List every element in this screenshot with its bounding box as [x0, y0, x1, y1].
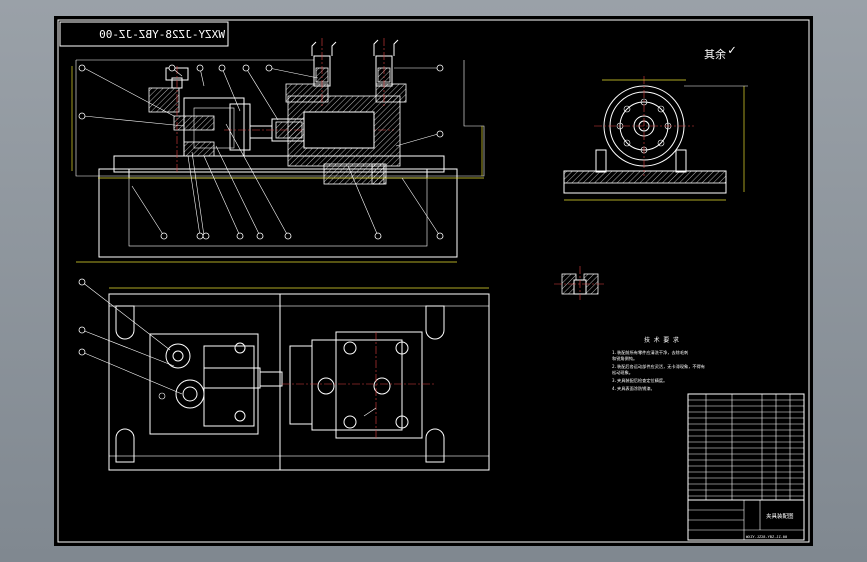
- roughness-note-text: 其余: [704, 47, 726, 61]
- tech-req-line-2: 和锐角倒钝。: [612, 355, 637, 362]
- title-block-name: 夹具装配图: [766, 512, 794, 520]
- tech-req-line-5: 3.夹具装配后检查定位精度。: [612, 377, 667, 384]
- drawing-canvas: WXZY-JZ28-YBZ-JZ-00: [57, 19, 810, 543]
- title-block-code: WXZY-JZ28-YBZ-JZ-00: [746, 535, 787, 539]
- roughness-note: 其余 ✓: [704, 43, 736, 61]
- tech-req-line-1: 1.装配前所有零件应清洗干净，去除毛刺: [612, 349, 688, 356]
- tech-req-line-3: 2.装配后各运动部件应灵活，无卡滞现象，不得有: [612, 363, 705, 370]
- title-block: 夹具装配图 WXZY-JZ28-YBZ-JZ-00: [687, 393, 805, 541]
- detail-view: [554, 266, 606, 300]
- tech-req-line-4: 松动现象。: [612, 369, 633, 376]
- front-section-view: [71, 38, 485, 263]
- top-view: [78, 278, 490, 471]
- tech-req-title: 技 术 要 求: [644, 336, 679, 344]
- roughness-symbol: ✓: [728, 43, 736, 58]
- side-view: [563, 76, 748, 201]
- drawing-number-box: WXZY-JZ28-YBZ-JZ-00: [59, 21, 229, 47]
- drawing-sheet: WXZY-JZ28-YBZ-JZ-00: [54, 16, 813, 546]
- sheet-frame: [57, 19, 810, 543]
- drawing-number-mirrored: WXZY-JZ28-YBZ-JZ-00: [99, 28, 225, 41]
- technical-requirements: 技 术 要 求 1.装配前所有零件应清洗干净，去除毛刺 和锐角倒钝。 2.装配后…: [612, 336, 705, 392]
- tech-req-line-6: 4.夹具表面涂防锈漆。: [612, 385, 655, 392]
